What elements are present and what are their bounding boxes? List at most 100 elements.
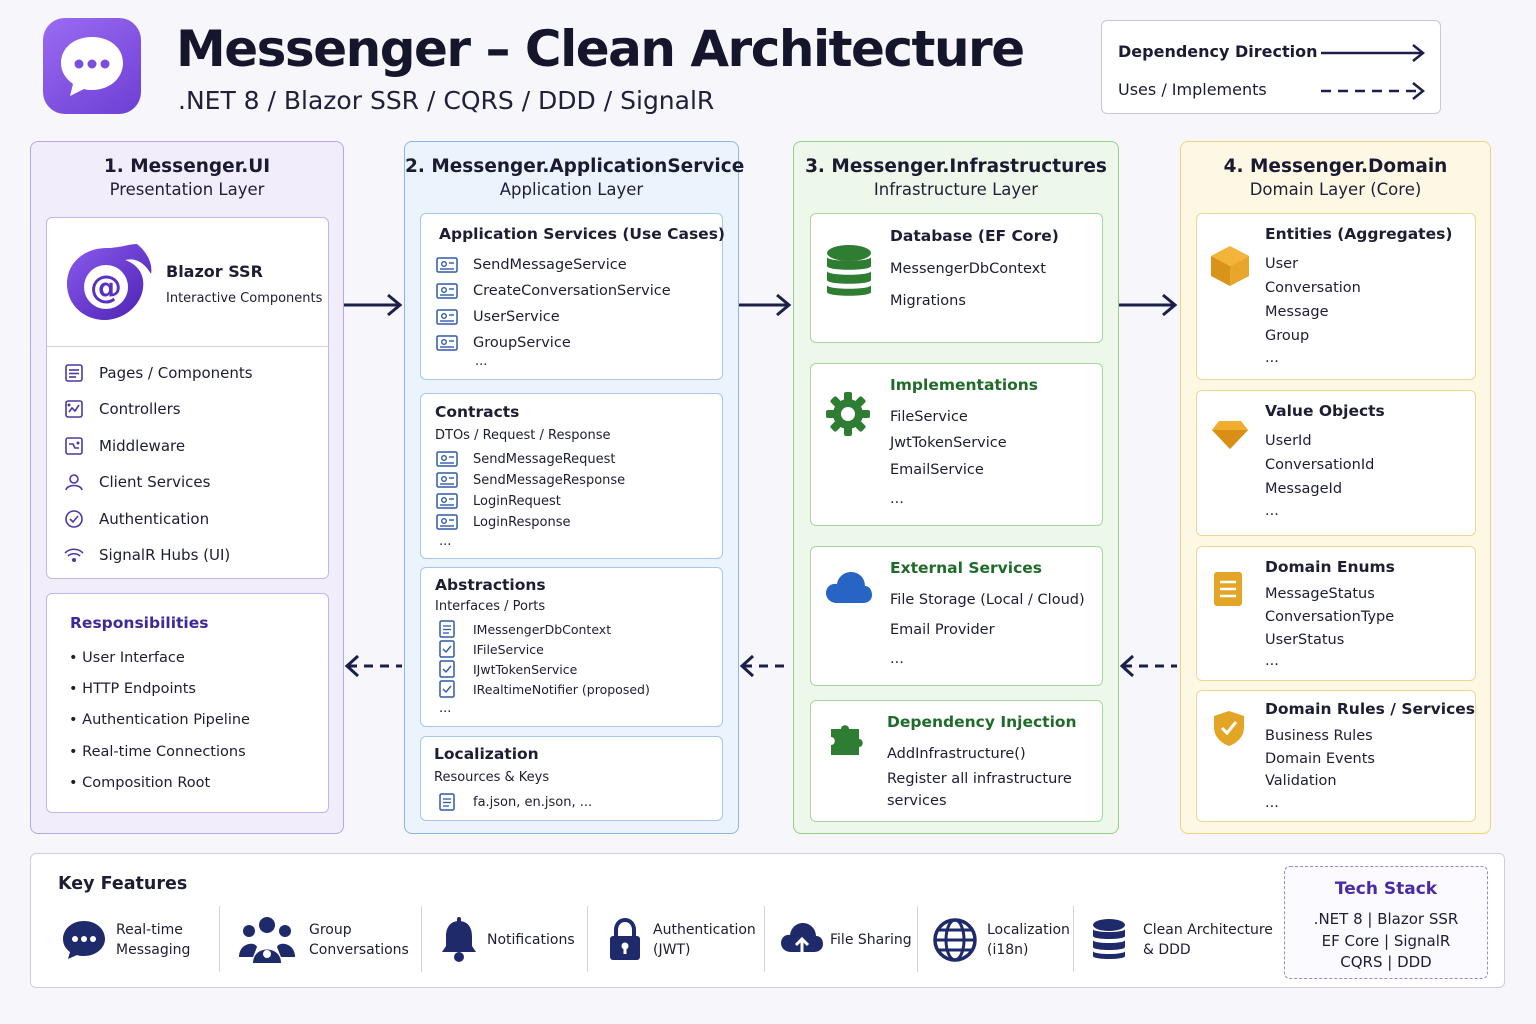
entities-box: Entities (Aggregates) User Conversation … — [1196, 213, 1476, 380]
infra-layer-subtitle: Infrastructure Layer — [873, 180, 1039, 199]
feature-localization: Localization (i18n) — [931, 906, 1070, 974]
divider — [421, 906, 422, 972]
abstractions-box: Abstractions Interfaces / Ports IMesseng… — [420, 567, 723, 727]
divider — [219, 906, 220, 972]
key-features-panel: Key Features Real-time Messaging Group C… — [30, 853, 1505, 988]
contract-label: SendMessageResponse — [473, 472, 626, 488]
enum-item: MessageStatus — [1265, 586, 1375, 602]
blazor-title: Blazor SSR — [166, 262, 263, 281]
app-services-title: Application Services (Use Cases) — [439, 225, 726, 243]
dependency-injection-box: Dependency Injection AddInfrastructure()… — [810, 700, 1103, 822]
svg-text:@: @ — [90, 268, 122, 306]
cube-icon — [1211, 246, 1249, 286]
ui-components-box: @ Blazor SSR Interactive Components Page… — [46, 217, 329, 579]
feature-label: Group Conversations — [309, 922, 409, 958]
app-service-label: GroupService — [473, 335, 571, 351]
localization-files: fa.json, en.json, ... — [436, 793, 592, 811]
globe-icon — [931, 916, 979, 964]
authentication-icon — [63, 508, 85, 530]
localization-subtitle: Resources & Keys — [434, 770, 550, 785]
chat-icon — [60, 916, 108, 964]
app-service-item: GroupService — [436, 334, 571, 352]
contract-label: LoginRequest — [473, 493, 561, 509]
interface-doc-icon — [436, 680, 458, 698]
database-box: Database (EF Core) MessengerDbContext Mi… — [810, 213, 1103, 343]
app-layer-title: 2. Messenger.ApplicationService — [405, 156, 745, 177]
impl-item: JwtTokenService — [890, 435, 1007, 451]
interface-item: IFileService — [436, 640, 544, 658]
responsibility-item: • Composition Root — [69, 775, 211, 791]
enum-item: UserStatus — [1265, 632, 1345, 648]
entities-title: Entities (Aggregates) — [1265, 225, 1453, 243]
entity-item: Message — [1265, 304, 1329, 320]
blazor-subtitle: Interactive Components — [166, 291, 323, 306]
feature-group-conversations: Group Conversations — [239, 906, 409, 974]
domain-layer-subtitle: Domain Layer (Core) — [1249, 180, 1422, 199]
ext-item: ... — [890, 651, 904, 667]
ui-item-label: Authentication — [99, 510, 210, 528]
ui-item-label: Controllers — [99, 400, 181, 418]
ui-layer-title: 1. Messenger.UI — [103, 156, 271, 177]
interface-label: IMessengerDbContext — [473, 621, 612, 637]
dependency-arrow — [739, 293, 792, 317]
vo-item: ... — [1265, 503, 1279, 519]
feature-label: Clean Architecture & DDD — [1143, 922, 1273, 958]
service-card-icon — [436, 308, 458, 326]
dto-card-icon — [436, 513, 458, 531]
external-services-box: External Services File Storage (Local / … — [810, 546, 1103, 686]
domain-enums-box: Domain Enums MessageStatus ConversationT… — [1196, 546, 1476, 681]
infrastructure-layer-column: 3. Messenger.Infrastructures Infrastruct… — [793, 141, 1119, 834]
feature-clean-architecture: Clean Architecture & DDD — [1089, 906, 1273, 974]
service-card-icon — [436, 334, 458, 352]
rule-item: Domain Events — [1265, 751, 1375, 767]
app-service-item: UserService — [436, 308, 560, 326]
more-ellipsis: ... — [439, 701, 452, 716]
shield-check-icon — [1214, 711, 1244, 746]
more-ellipsis: ... — [475, 354, 488, 369]
page-title: Messenger – Clean Architecture — [176, 20, 1025, 78]
di-item: Register all infrastructure — [887, 771, 1072, 787]
db-item: MessengerDbContext — [890, 261, 1046, 277]
contract-item: LoginRequest — [436, 492, 561, 510]
interface-label: IJwtTokenService — [473, 661, 578, 677]
localization-files-label: fa.json, en.json, ... — [473, 794, 593, 810]
tech-stack-line: CQRS | DDD — [1340, 953, 1432, 971]
signal-icon — [63, 544, 85, 566]
implements-arrow — [1119, 654, 1177, 678]
abstractions-title: Abstractions — [435, 576, 546, 594]
ui-layer-subtitle: Presentation Layer — [109, 180, 265, 199]
ui-item-middleware: Middleware — [63, 433, 185, 459]
document-icon — [1214, 572, 1242, 606]
external-services-title: External Services — [890, 559, 1043, 577]
implements-arrow — [739, 654, 791, 678]
tech-stack-box: Tech Stack .NET 8 | Blazor SSR EF Core |… — [1284, 866, 1488, 979]
app-service-item: CreateConversationService — [436, 282, 671, 300]
more-ellipsis: ... — [439, 534, 452, 549]
responsibility-item: • User Interface — [69, 650, 185, 666]
domain-rules-box: Domain Rules / Services Business Rules D… — [1196, 690, 1476, 822]
di-item: services — [887, 793, 947, 809]
service-card-icon — [436, 282, 458, 300]
entity-item: Group — [1265, 328, 1310, 344]
bell-icon — [439, 916, 479, 964]
ui-item-label: Pages / Components — [99, 364, 253, 382]
responsibilities-box: Responsibilities • User Interface • HTTP… — [46, 593, 329, 813]
app-service-label: SendMessageService — [473, 257, 627, 273]
cloud-icon — [826, 572, 872, 603]
vo-item: MessageId — [1265, 481, 1343, 497]
contract-item: SendMessageRequest — [436, 450, 616, 468]
cloud-upload-icon — [779, 916, 825, 964]
tech-stack-line: EF Core | SignalR — [1321, 932, 1451, 950]
implementations-title: Implementations — [890, 376, 1039, 394]
ui-item-client-services: Client Services — [63, 469, 210, 495]
rule-item: Validation — [1265, 773, 1337, 789]
interface-item: IJwtTokenService — [436, 660, 577, 678]
interface-doc-icon — [436, 620, 458, 638]
puzzle-icon — [831, 725, 863, 755]
database-icon — [1089, 916, 1129, 964]
divider — [47, 346, 328, 347]
app-logo — [43, 18, 141, 114]
gear-icon — [826, 392, 870, 436]
legend-dependency-label: Dependency Direction — [1118, 42, 1318, 61]
domain-layer-title: 4. Messenger.Domain — [1223, 156, 1448, 177]
